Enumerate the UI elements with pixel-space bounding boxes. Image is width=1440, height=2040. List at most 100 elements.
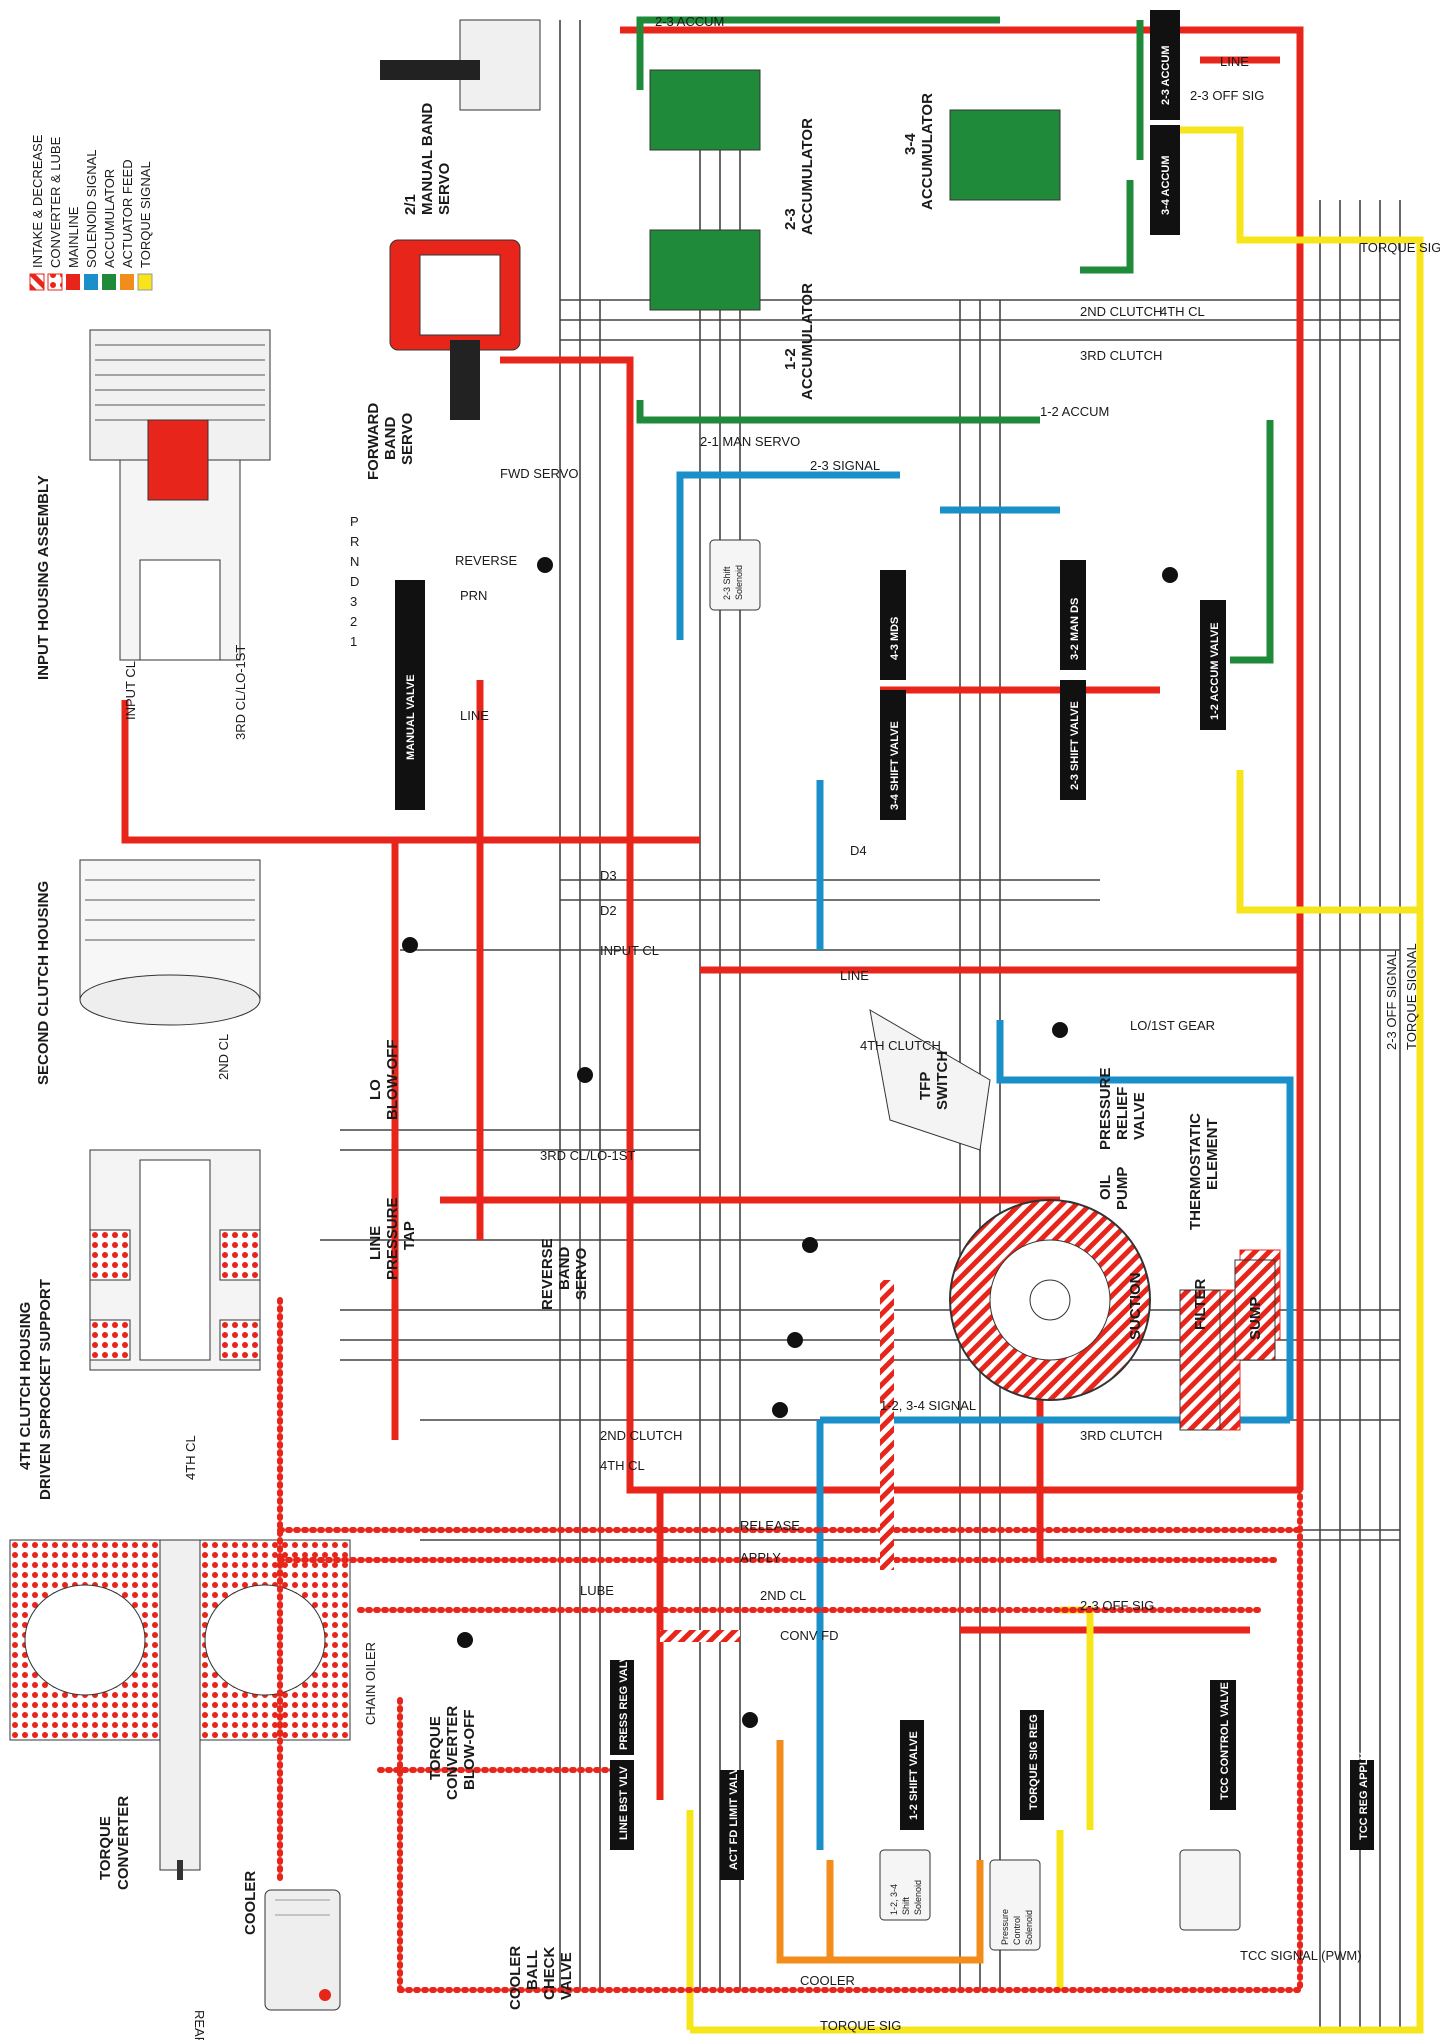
- svg-text:TCC CONTROL VALVE: TCC CONTROL VALVE: [1219, 1682, 1231, 1800]
- svg-text:2-3 ACCUM: 2-3 ACCUM: [655, 14, 724, 29]
- svg-text:2/1: 2/1: [402, 194, 419, 215]
- second-clutch-drawing: [79, 859, 261, 1026]
- solenoid-1-2-3-4: 1-2, 3-4 Shift Solenoid: [879, 1849, 931, 1921]
- accumulator-network: [636, 16, 1274, 664]
- mainline-network: [121, 26, 1304, 1800]
- svg-text:2-3: 2-3: [782, 208, 799, 230]
- accumulator-1-2: 1-2 ACCUMULATOR: [649, 229, 816, 400]
- svg-text:2-3 OFF SIGNAL: 2-3 OFF SIGNAL: [1384, 950, 1399, 1050]
- checkball-1: [457, 1632, 473, 1648]
- svg-text:TORQUE SIG: TORQUE SIG: [1360, 240, 1440, 255]
- checkball-4: [787, 1332, 803, 1348]
- svg-text:Pressure: Pressure: [1000, 1909, 1010, 1945]
- svg-text:Control: Control: [1012, 1916, 1022, 1945]
- accum-1-2-valve: 1-2 ACCUM VALVE: [1200, 600, 1226, 730]
- svg-text:D4: D4: [850, 843, 867, 858]
- accum-3-4-valve: 3-4 ACCUM: [1150, 125, 1180, 235]
- mds-4-3-valve: 4-3 MDS: [880, 570, 906, 680]
- svg-text:RELIEF: RELIEF: [1114, 1087, 1131, 1140]
- svg-text:SUMP: SUMP: [1247, 1297, 1264, 1340]
- svg-text:REAR LUBE: REAR LUBE: [192, 2010, 207, 2040]
- svg-text:LINE: LINE: [840, 968, 869, 983]
- svg-text:LINE: LINE: [460, 708, 489, 723]
- svg-text:CONV FD: CONV FD: [780, 1628, 839, 1643]
- legend: INTAKE & DECREASE CONVERTER & LUBE MAINL…: [29, 134, 153, 291]
- svg-text:ACT FD LIMIT VALVE: ACT FD LIMIT VALVE: [728, 1760, 740, 1870]
- svg-text:PRN: PRN: [460, 588, 487, 603]
- svg-text:Solenoid: Solenoid: [734, 565, 744, 600]
- svg-text:PRESSURE: PRESSURE: [1097, 1067, 1114, 1150]
- legend-swatch-actuator: [120, 274, 134, 290]
- svg-text:3RD CL/LO-1ST: 3RD CL/LO-1ST: [233, 645, 248, 740]
- svg-text:LUBE: LUBE: [580, 1583, 614, 1598]
- checkball-2: [772, 1402, 788, 1418]
- shift-1-2-valve: 1-2 SHIFT VALVE: [900, 1720, 924, 1830]
- svg-text:THERMOSTATIC: THERMOSTATIC: [1187, 1113, 1204, 1230]
- torque-converter-title2: CONVERTER: [115, 1796, 132, 1890]
- legend-item-torque: TORQUE SIGNAL: [137, 161, 153, 291]
- svg-text:TCC SIGNAL (PWM): TCC SIGNAL (PWM): [1240, 1948, 1362, 1963]
- svg-text:FORWARD: FORWARD: [365, 403, 382, 480]
- svg-text:ELEMENT: ELEMENT: [1204, 1118, 1221, 1190]
- svg-text:1-2, 3-4: 1-2, 3-4: [889, 1884, 899, 1915]
- svg-text:CHECK: CHECK: [541, 1946, 558, 2000]
- legend-swatch-intake: [29, 273, 45, 291]
- solenoid-2-3: 2-3 Shift Solenoid: [709, 539, 761, 611]
- svg-text:BAND: BAND: [382, 417, 399, 460]
- svg-text:1: 1: [350, 634, 357, 649]
- legend-label-converter: CONVERTER & LUBE: [48, 136, 63, 268]
- svg-text:3-2 MAN DS: 3-2 MAN DS: [1069, 598, 1081, 660]
- svg-text:FWD SERVO: FWD SERVO: [500, 466, 579, 481]
- svg-text:2-3 ACCUM: 2-3 ACCUM: [1160, 46, 1172, 106]
- svg-text:Shift: Shift: [901, 1896, 911, 1915]
- tcc-reg-apply-valve: TCC REG APPLY: [1350, 1752, 1374, 1850]
- svg-text:1-2, 3-4 SIGNAL: 1-2, 3-4 SIGNAL: [880, 1398, 976, 1413]
- legend-swatch-accumulator: [102, 274, 116, 290]
- line-boost-valve: LINE BST VLV: [610, 1760, 634, 1850]
- checkball-6: [577, 1067, 593, 1083]
- legend-swatch-converter: [47, 273, 63, 291]
- legend-label-torque: TORQUE SIGNAL: [138, 161, 153, 268]
- legend-item-mainline: MAINLINE: [66, 206, 81, 290]
- svg-text:4TH CLUTCH: 4TH CLUTCH: [860, 1038, 941, 1053]
- svg-text:SERVO: SERVO: [573, 1247, 590, 1300]
- checkball-8: [1162, 567, 1178, 583]
- svg-text:ACCUMULATOR: ACCUMULATOR: [799, 283, 816, 400]
- shift-2-3-valve: 2-3 SHIFT VALVE: [1060, 680, 1086, 800]
- svg-text:1-2 ACCUM VALVE: 1-2 ACCUM VALVE: [1209, 622, 1221, 720]
- legend-swatch-solenoid: [84, 274, 98, 290]
- svg-text:3-4: 3-4: [902, 133, 919, 155]
- svg-text:SERVO: SERVO: [399, 412, 416, 465]
- checkball-3: [402, 937, 418, 953]
- svg-text:R: R: [350, 534, 359, 549]
- svg-text:ACCUMULATOR: ACCUMULATOR: [919, 93, 936, 210]
- second-clutch-title: SECOND CLUTCH HOUSING: [35, 881, 52, 1085]
- passage-lines: [320, 20, 1401, 2030]
- legend-item-converter: CONVERTER & LUBE: [47, 136, 63, 291]
- legend-label-intake: INTAKE & DECREASE: [30, 134, 45, 268]
- shift-3-4-valve: 3-4 SHIFT VALVE: [880, 690, 906, 820]
- svg-text:VALVE: VALVE: [558, 1952, 575, 2000]
- legend-label-solenoid: SOLENOID SIGNAL: [84, 150, 99, 268]
- svg-text:2ND CL: 2ND CL: [216, 1034, 231, 1080]
- svg-text:PRESS REG VALVE: PRESS REG VALVE: [618, 1648, 630, 1750]
- converter-lube-network: [277, 1077, 1303, 1993]
- svg-text:D2: D2: [600, 903, 617, 918]
- cooler-inlet-icon: [319, 1989, 331, 2001]
- legend-item-solenoid: SOLENOID SIGNAL: [84, 150, 99, 290]
- svg-text:3-4 SHIFT VALVE: 3-4 SHIFT VALVE: [889, 721, 901, 810]
- svg-text:LINE: LINE: [367, 1226, 384, 1260]
- svg-text:CHAIN OILER: CHAIN OILER: [363, 1642, 378, 1725]
- tcc-pwm-solenoid: [1179, 1849, 1241, 1931]
- torque-converter-drawing: [9, 1539, 351, 1880]
- svg-text:TAP: TAP: [401, 1221, 418, 1250]
- manual-valve: MANUAL VALVE: [395, 580, 425, 810]
- checkball-5: [537, 557, 553, 573]
- svg-text:3RD CLUTCH: 3RD CLUTCH: [1080, 348, 1162, 363]
- svg-text:4TH CL: 4TH CL: [1160, 304, 1205, 319]
- svg-text:PRESSURE: PRESSURE: [384, 1197, 401, 1280]
- torque-sig-reg-valve: TORQUE SIG REG: [1020, 1710, 1044, 1820]
- svg-text:2ND CLUTCH: 2ND CLUTCH: [1080, 304, 1162, 319]
- svg-text:INPUT CL: INPUT CL: [600, 943, 659, 958]
- svg-text:TCC REG APPLY: TCC REG APPLY: [1358, 1752, 1370, 1840]
